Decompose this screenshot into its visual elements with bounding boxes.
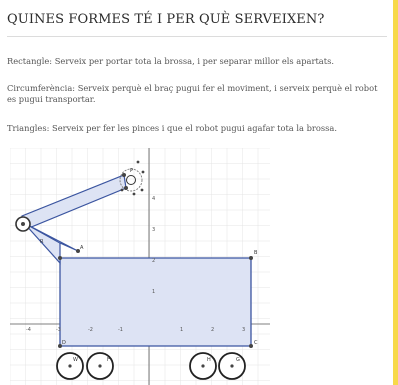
- x-tick-label: -1: [118, 327, 123, 333]
- x-tick-label: 3: [242, 327, 245, 333]
- vertex-point: [122, 173, 126, 177]
- vertex-point: [141, 170, 145, 174]
- vertex-point: [124, 186, 128, 190]
- vertex-point: [249, 256, 253, 260]
- point-label-a: A: [80, 245, 84, 251]
- elbow-joint: [119, 168, 143, 192]
- vertex-point: [201, 364, 205, 368]
- vertex-point: [98, 364, 102, 368]
- y-tick-label: 4: [152, 196, 155, 202]
- x-tick-label: -2: [88, 327, 93, 333]
- vertex-point: [21, 222, 25, 226]
- y-tick-label: 3: [152, 227, 155, 233]
- point-label-d: D: [62, 340, 66, 346]
- vertex-points: [21, 160, 253, 368]
- vertex-point: [249, 344, 253, 348]
- point-label-f: F: [107, 357, 110, 363]
- y-tick-label: 2: [152, 258, 155, 264]
- point-label-p: P: [130, 168, 133, 174]
- vertex-point: [76, 249, 80, 253]
- point-label-g: G: [236, 357, 240, 363]
- vertex-point: [136, 160, 140, 164]
- x-tick-label: 1: [180, 327, 183, 333]
- paragraph-triangles: Triangles: Serveix per fer les pinces i …: [7, 123, 337, 133]
- point-label-h: H: [207, 357, 211, 363]
- vertex-point: [132, 192, 136, 196]
- y-tick-label: 1: [152, 289, 155, 295]
- point-label-w: W: [73, 357, 78, 363]
- vertex-point: [230, 364, 234, 368]
- robot-geometry-diagram: A B C D F G H R P W -4 -3 -2 -1 1 2 3 4 …: [10, 148, 270, 385]
- page-title: QUINES FORMES TÉ I PER QUÈ SERVEIXEN?: [7, 12, 325, 27]
- x-tick-label: 2: [211, 327, 214, 333]
- point-label-c: C: [254, 340, 258, 346]
- paragraph-rectangle: Rectangle: Serveix per portar tota la br…: [7, 56, 334, 66]
- paragraph-circumference: Circumferència: Serveix perquè el braç p…: [7, 83, 378, 104]
- point-label-r: R: [40, 239, 44, 245]
- point-label-b: B: [254, 250, 258, 256]
- arm-upper-triangle: [23, 222, 79, 252]
- x-tick-label: -3: [56, 327, 61, 333]
- title-divider: [7, 36, 387, 37]
- arm-rectangle: [21, 174, 127, 231]
- vertex-point: [68, 364, 72, 368]
- vertex-point: [58, 256, 62, 260]
- vertex-point: [140, 188, 144, 192]
- vertex-point: [120, 188, 124, 192]
- x-tick-label: -4: [26, 327, 31, 333]
- elbow-hub: [126, 175, 136, 185]
- vertex-point: [58, 344, 62, 348]
